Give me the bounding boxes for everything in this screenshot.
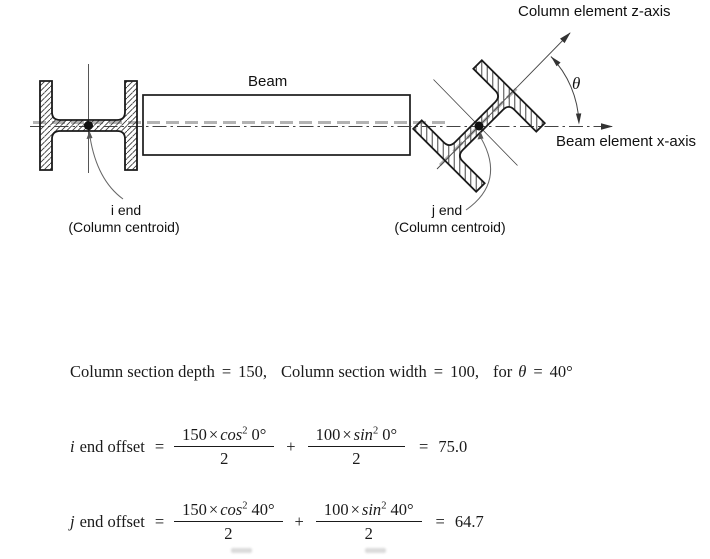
i-leader-arrowhead	[86, 131, 93, 139]
beam-x-axis-label: Beam element x-axis	[556, 133, 696, 150]
j-end-label: j end	[431, 202, 462, 218]
theta-symbol: θ	[572, 74, 580, 93]
i-end-centroid-dot	[84, 121, 93, 130]
depth-value: 150	[238, 362, 263, 381]
beam-label: Beam	[248, 73, 287, 90]
arc-arrowhead-top	[551, 56, 561, 67]
beam-column-diagram: Beam Column element z-axis Beam element …	[30, 3, 696, 235]
depth-label: Column section depth	[70, 362, 215, 381]
column-z-axis-label: Column element z-axis	[518, 3, 671, 20]
theta-value: 40	[549, 362, 567, 381]
cutoff-artifact	[231, 548, 252, 553]
i-end-label: i end	[111, 202, 141, 218]
i-end-leader	[89, 136, 124, 200]
width-value: 100	[450, 362, 475, 381]
theta-symbol-inline: θ	[518, 362, 527, 381]
beam-rectangle	[142, 94, 411, 156]
result-value: 75.0	[438, 436, 468, 456]
i-end-sublabel: (Column centroid)	[68, 219, 179, 235]
cutoff-artifact	[365, 548, 386, 553]
width-label: Column section width	[281, 362, 427, 381]
j-end-centroid-dot	[474, 121, 484, 131]
degree-sign: °	[566, 362, 573, 381]
section-parameters-line: Column section depth=150,Column section …	[70, 362, 573, 381]
j-end-leader	[465, 137, 492, 211]
result-value: 64.7	[454, 511, 484, 531]
j-leader-arrowhead	[477, 131, 484, 140]
arc-arrowhead-bottom	[575, 113, 582, 125]
j-end-sublabel: (Column centroid)	[394, 219, 505, 235]
